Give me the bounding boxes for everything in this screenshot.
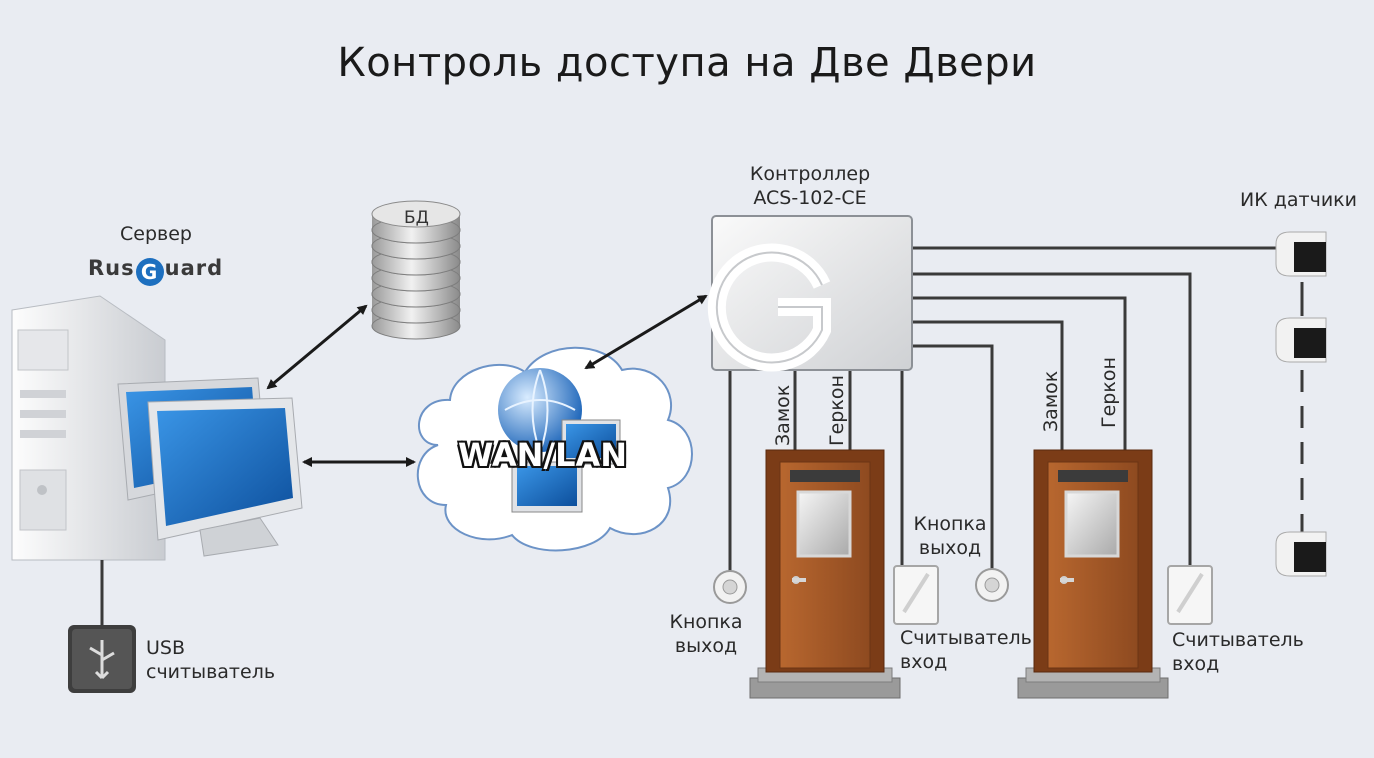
door-window <box>796 490 852 558</box>
wire-lock-2 <box>912 320 1064 450</box>
door-2-icon <box>1017 449 1169 699</box>
network-arrows <box>266 294 708 467</box>
wire-exit-button-2 <box>912 344 994 570</box>
ir-sensor-icon <box>1275 231 1327 277</box>
controller-wiring <box>728 246 1304 572</box>
usb-reader-icon <box>68 625 136 693</box>
ir-sensor-icon <box>1275 531 1327 577</box>
door-1-icon <box>749 449 901 699</box>
door-1-reader-label: Считыватель вход <box>900 627 1032 673</box>
door-handle <box>792 578 806 582</box>
exit-button-1-icon <box>713 570 747 604</box>
server-tower-icon <box>11 295 166 561</box>
page-title: Контроль доступа на Две Двери <box>337 40 1037 86</box>
server-db-arrow <box>266 304 368 390</box>
ir-sensor-icon <box>1275 317 1327 363</box>
ir-sensors-group <box>1275 231 1327 577</box>
database-disk <box>371 200 461 244</box>
door-1-exit-button-label: Кнопка выход <box>669 611 743 657</box>
door-2-exit-button-label: Кнопка выход <box>913 513 987 559</box>
server-label: Сервер <box>120 223 192 245</box>
wire-reader-2 <box>912 272 1192 568</box>
door-1-reed-label: Геркон <box>826 375 848 446</box>
rusguard-g-icon: G <box>135 258 164 286</box>
wire-reed-2 <box>912 296 1127 450</box>
monitor-front-icon <box>147 397 303 557</box>
ir-sensors-label: ИК датчики <box>1240 189 1357 211</box>
controller-label: Контроллер ACS-102-CE <box>749 163 871 209</box>
reader-1-icon <box>893 565 939 625</box>
network-cloud-icon <box>416 346 693 552</box>
network-controller-arrow <box>584 294 708 370</box>
reader-2-icon <box>1167 565 1213 625</box>
door-handle <box>1060 578 1074 582</box>
door-2-reader-label: Считыватель вход <box>1172 629 1304 675</box>
network-label: WAN/LAN <box>458 436 628 474</box>
database-label: БД <box>404 208 429 228</box>
door-2-reed-label: Геркон <box>1098 357 1120 428</box>
door-window <box>1064 490 1120 558</box>
database-icon <box>371 200 461 340</box>
controller-icon <box>707 215 913 372</box>
door-2-lock-label: Замок <box>1040 370 1062 432</box>
door-1-lock-label: Замок <box>772 384 794 446</box>
exit-button-2-icon <box>975 568 1009 602</box>
usb-reader-label: USB считыватель <box>146 637 276 683</box>
